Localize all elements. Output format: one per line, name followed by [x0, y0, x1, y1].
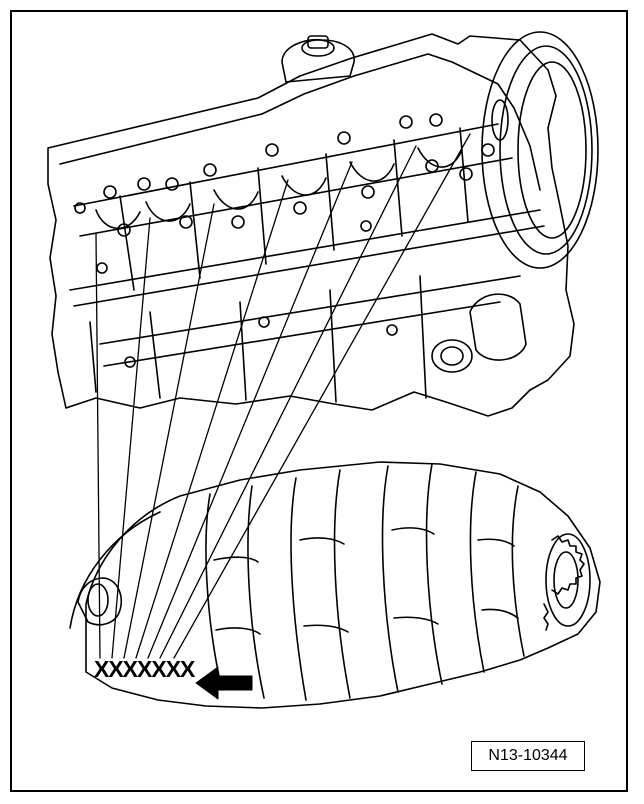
figure-reference-number: N13-10344 — [471, 741, 585, 771]
leader-line-4 — [135, 179, 289, 659]
leader-line-3 — [123, 203, 215, 659]
leader-line-1 — [95, 233, 101, 659]
bearing-code-marking: XXXXXXX — [94, 656, 195, 682]
leader-line-6 — [159, 145, 417, 659]
engine-block — [47, 31, 599, 417]
leader-line-5 — [147, 161, 353, 659]
leader-line-7 — [173, 133, 471, 659]
arrow-left-icon — [195, 666, 253, 700]
bearing-cap-bolts — [74, 113, 495, 368]
leader-line-2 — [111, 217, 151, 659]
leader-lines — [95, 133, 471, 659]
